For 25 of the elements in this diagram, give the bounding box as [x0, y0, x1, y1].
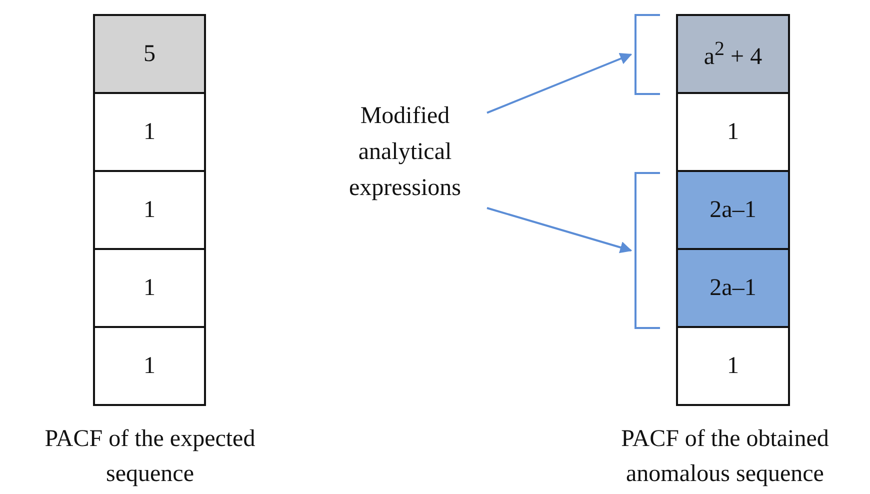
- column-caption: PACF of the obtained anomalous sequence: [620, 425, 830, 489]
- cell-value: 1: [727, 118, 739, 146]
- sequence-cell: [93, 248, 206, 328]
- sequence-cell: [676, 170, 790, 250]
- sequence-cell: [676, 14, 790, 94]
- sequence-cell: [93, 92, 206, 172]
- sequence-cell: [676, 326, 790, 406]
- sequence-cell: [93, 170, 206, 250]
- column-caption: PACF of the expected sequence: [44, 425, 256, 489]
- cell-value: a$^{2}$ + 4: [704, 38, 762, 70]
- annotation-text: Modified analytical expressions: [348, 102, 462, 203]
- sequence-cell: [93, 14, 206, 94]
- arrow: [486, 207, 632, 254]
- sequence-cell: [676, 248, 790, 328]
- sequence-cell: [676, 92, 790, 172]
- cell-value: 1: [144, 352, 156, 380]
- cell-value: 1: [144, 274, 156, 302]
- cell-value: 1: [144, 118, 156, 146]
- cell-value: 2a–1: [710, 274, 756, 302]
- cell-value: 1: [144, 196, 156, 224]
- sequence-cell: [93, 326, 206, 406]
- arrow: [486, 53, 632, 114]
- cell-value: 2a–1: [710, 196, 756, 224]
- cell-value: 1: [727, 352, 739, 380]
- cell-value: 5: [144, 40, 156, 68]
